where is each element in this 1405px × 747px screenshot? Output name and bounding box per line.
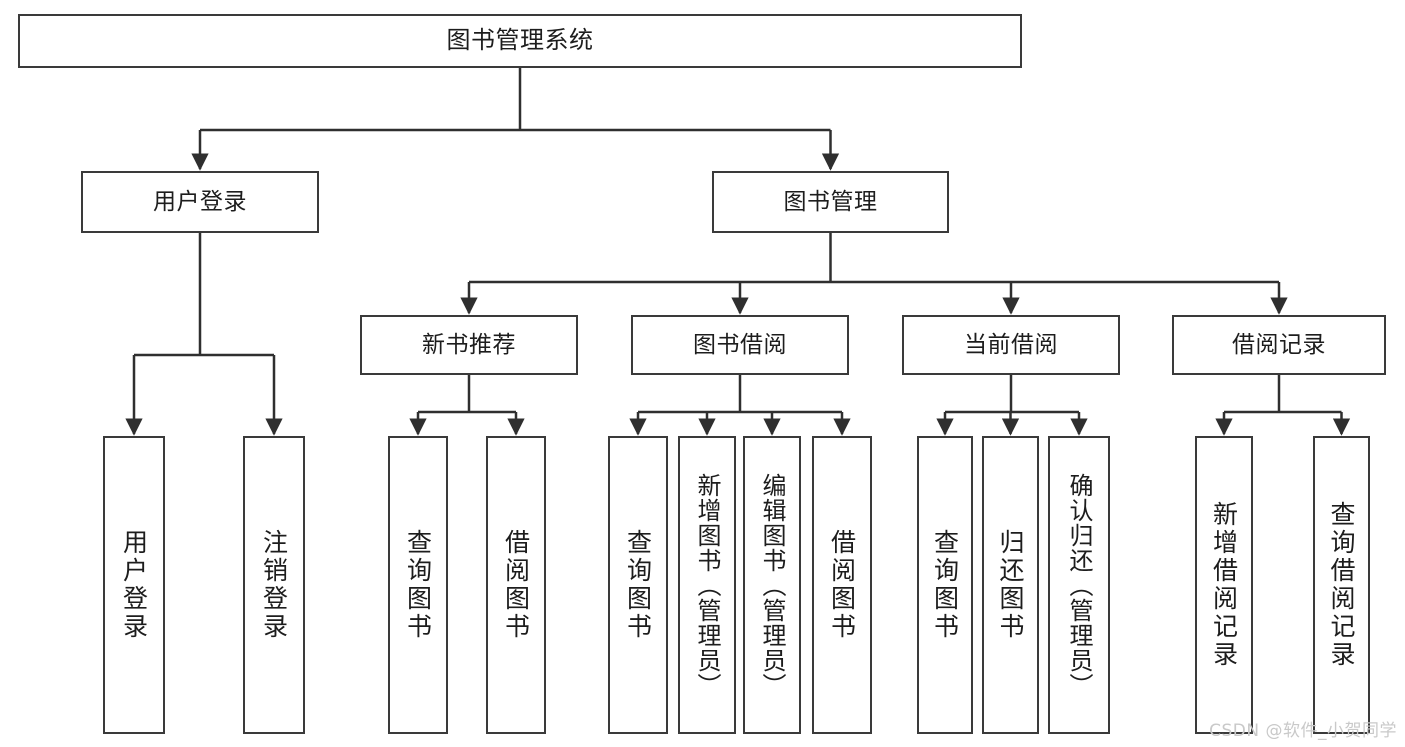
node-newbook[interactable]: 新书推荐 (360, 315, 578, 375)
node-leaf-logout[interactable]: 注销登录 (243, 436, 305, 734)
node-records[interactable]: 借阅记录 (1172, 315, 1386, 375)
node-leaf-login[interactable]: 用户登录 (103, 436, 165, 734)
node-label: 借阅图书 (501, 529, 531, 641)
node-bookmgmt[interactable]: 图书管理 (712, 171, 949, 233)
node-label: 当前借阅 (964, 331, 1058, 358)
node-leaf-queryrec[interactable]: 查询借阅记录 (1313, 436, 1370, 734)
node-label: 查询图书 (403, 529, 433, 641)
node-borrow[interactable]: 图书借阅 (631, 315, 849, 375)
node-leaf-addrec[interactable]: 新增借阅记录 (1195, 436, 1253, 734)
node-label: 图书借阅 (693, 331, 787, 358)
node-label: 注销登录 (259, 529, 289, 641)
node-root[interactable]: 图书管理系统 (18, 14, 1022, 68)
node-leaf-query3[interactable]: 查询图书 (917, 436, 973, 734)
node-label: 新增借阅记录 (1209, 501, 1239, 669)
node-leaf-borrow1[interactable]: 借阅图书 (486, 436, 546, 734)
node-label: 借阅图书 (827, 529, 857, 641)
node-label: 编辑图书（管理员） (758, 472, 786, 698)
node-label: 用户登录 (119, 529, 149, 641)
node-login[interactable]: 用户登录 (81, 171, 319, 233)
node-leaf-return[interactable]: 归还图书 (982, 436, 1039, 734)
node-label: 新书推荐 (422, 331, 516, 358)
node-label: 借阅记录 (1232, 331, 1326, 358)
node-label: 查询借阅记录 (1327, 501, 1356, 669)
node-label: 查询图书 (930, 529, 960, 641)
node-label: 归还图书 (996, 529, 1025, 641)
node-label: 查询图书 (623, 529, 653, 641)
node-label: 新增图书（管理员） (693, 472, 721, 698)
node-leaf-query1[interactable]: 查询图书 (388, 436, 448, 734)
node-label: 图书管理系统 (446, 26, 594, 55)
watermark-text: CSDN @软件_小贺同学 (1209, 721, 1397, 741)
node-label: 图书管理 (783, 188, 878, 215)
node-leaf-borrow2[interactable]: 借阅图书 (812, 436, 872, 734)
node-leaf-editbook[interactable]: 编辑图书（管理员） (743, 436, 801, 734)
node-current[interactable]: 当前借阅 (902, 315, 1120, 375)
node-leaf-confirm[interactable]: 确认归还（管理员） (1048, 436, 1110, 734)
node-leaf-query2[interactable]: 查询图书 (608, 436, 668, 734)
node-leaf-addbook[interactable]: 新增图书（管理员） (678, 436, 736, 734)
node-label: 用户登录 (153, 188, 247, 215)
node-label: 确认归还（管理员） (1065, 472, 1093, 698)
